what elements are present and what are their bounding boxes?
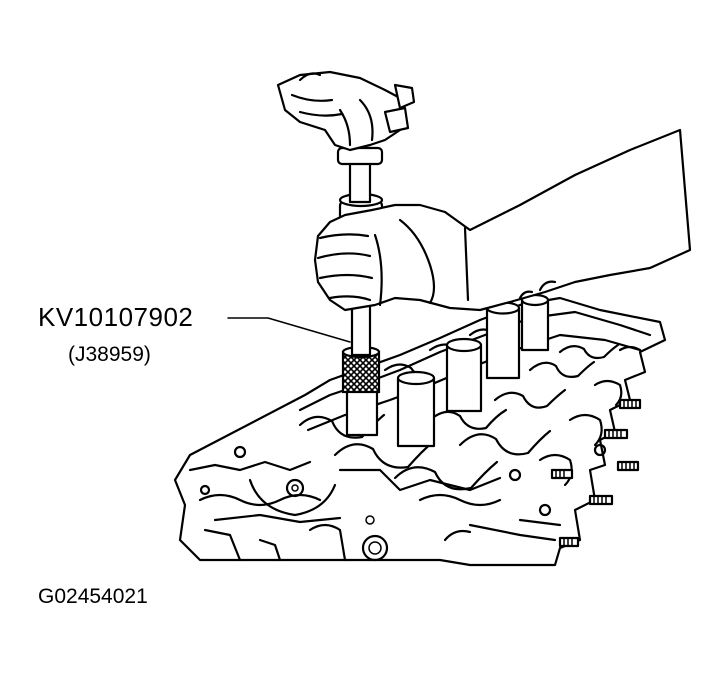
lower-hand	[313, 128, 692, 312]
figure-id-label: G02454021	[38, 585, 148, 608]
stud-bolts	[550, 398, 642, 548]
upper-hand	[276, 70, 416, 152]
tool-number-label: KV10107902	[38, 302, 194, 332]
leader-line	[227, 317, 351, 343]
tool-alt-number-label: (J38959)	[68, 343, 151, 366]
